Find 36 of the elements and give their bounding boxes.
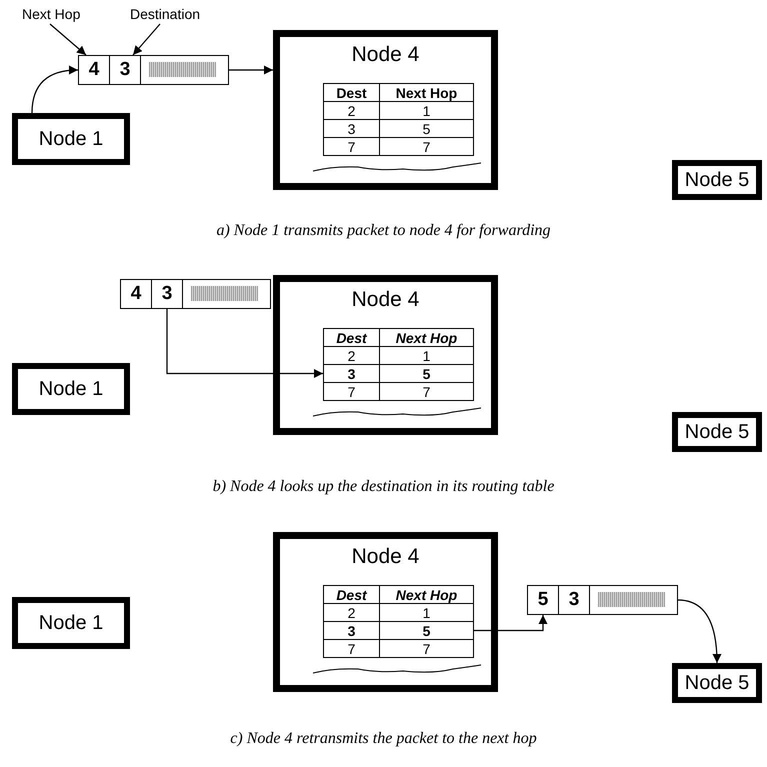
table-cell: 7 bbox=[323, 382, 380, 401]
arrow bbox=[31, 66, 78, 114]
table-header: Next Hop bbox=[379, 83, 474, 102]
node-box: Node 5 bbox=[672, 160, 762, 200]
arrow bbox=[166, 309, 323, 378]
node-box bbox=[273, 275, 498, 435]
table-header: Dest bbox=[323, 83, 380, 102]
node-title: Node 4 bbox=[350, 288, 420, 312]
figure-caption: b) Node 4 looks up the destination in its routing table bbox=[212, 478, 556, 496]
node-title: Node 4 bbox=[350, 545, 420, 569]
table-cell: 7 bbox=[379, 382, 474, 401]
node-box: Node 1 bbox=[12, 597, 130, 649]
leader-line bbox=[132, 24, 160, 56]
node-box: Node 5 bbox=[672, 412, 762, 452]
node-box: Node 1 bbox=[12, 113, 130, 165]
figure-caption: c) Node 4 retransmits the packet to the next hop bbox=[229, 730, 538, 748]
node-box bbox=[273, 532, 498, 692]
node-title: Node 4 bbox=[350, 43, 420, 67]
arrow bbox=[474, 615, 548, 632]
table-cell: 7 bbox=[323, 137, 380, 156]
leader-line bbox=[50, 24, 86, 56]
node-box: Node 5 bbox=[672, 663, 762, 703]
leader-label: Destination bbox=[130, 6, 220, 24]
table-header: Next Hop bbox=[379, 328, 474, 347]
table-cell: 7 bbox=[323, 639, 380, 658]
node-box: Node 1 bbox=[12, 363, 130, 415]
table-cell: 7 bbox=[379, 137, 474, 156]
node-box bbox=[273, 30, 498, 190]
arrow bbox=[678, 599, 722, 664]
table-cell: 7 bbox=[379, 639, 474, 658]
figure-caption: a) Node 1 transmits packet to node 4 for forwarding bbox=[215, 222, 552, 240]
leader-label: Next Hop bbox=[22, 6, 92, 24]
table-header: Dest bbox=[323, 328, 380, 347]
table-header: Dest bbox=[323, 585, 380, 604]
arrow bbox=[229, 66, 273, 74]
table-header: Next Hop bbox=[379, 585, 474, 604]
